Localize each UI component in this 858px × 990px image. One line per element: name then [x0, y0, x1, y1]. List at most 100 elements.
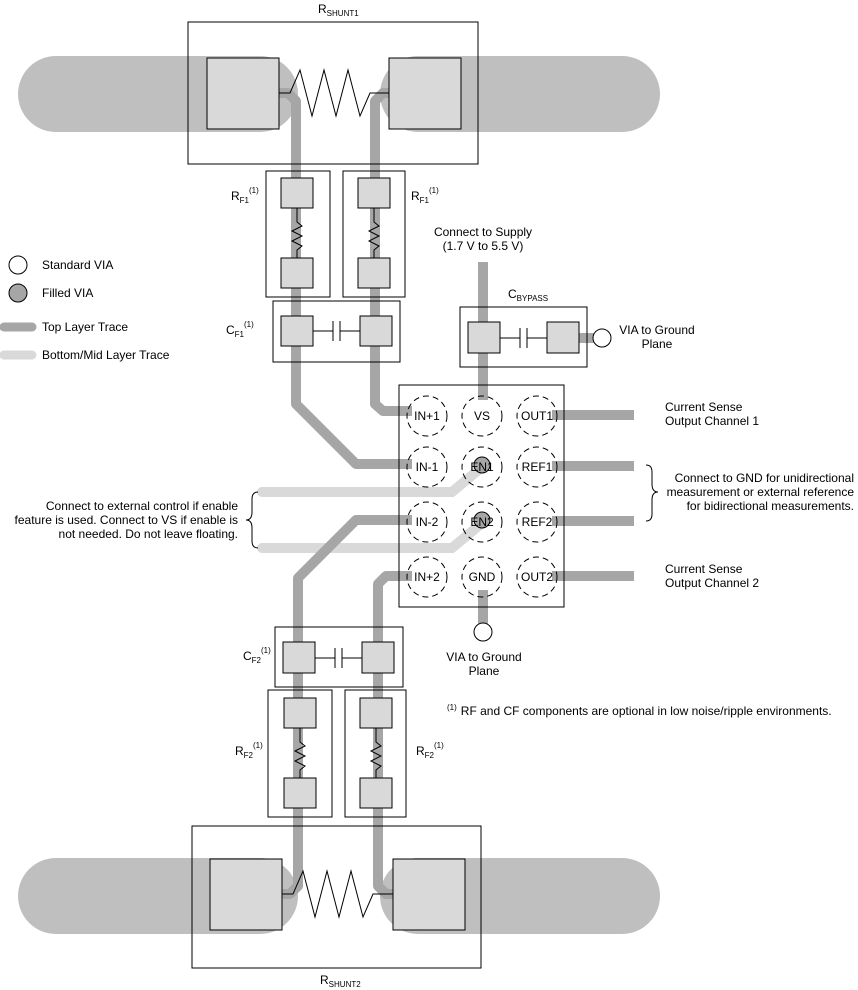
- pin-in2p-label: IN+2: [414, 570, 440, 584]
- rf2-right-label: RF2(1): [416, 741, 444, 760]
- rshunt2-outline: [191, 825, 482, 969]
- gnd-via: [473, 622, 493, 642]
- pin-in1p-label: IN+1: [414, 409, 440, 423]
- cf1-outline: [272, 300, 401, 363]
- rf1-left: [265, 170, 331, 298]
- pin-en2-pad: [461, 501, 503, 543]
- rshunt2: RSHUNT2: [191, 825, 482, 989]
- ref-note-line2: measurement or external reference: [667, 485, 855, 499]
- pin-ref2-pad: [516, 501, 558, 543]
- cbypass-ground-via: [592, 328, 612, 348]
- filled-via-icon: [8, 283, 28, 303]
- cf2-label: CF2(1): [243, 646, 271, 665]
- pin-in2m-label: IN-2: [416, 515, 439, 529]
- enable-note-line3: not needed. Do not leave floating.: [59, 527, 238, 541]
- enable-note-line1: Connect to external control if enable: [46, 499, 238, 513]
- pin-ref2-label: REF2: [522, 515, 553, 529]
- pin-ref1-pad: [516, 446, 558, 488]
- pin-in2m-pad: [406, 501, 448, 543]
- rf2-left-pad-top: [283, 697, 317, 729]
- rshunt2-pad-left: [209, 858, 283, 931]
- rf2-left-outline: [267, 689, 333, 818]
- cbypass: [459, 306, 612, 368]
- rshunt2-pad-right: [392, 858, 466, 931]
- rshunt2-label: RSHUNT2: [320, 973, 361, 989]
- rshunt1: RSHUNT1: [187, 2, 479, 165]
- pin-in1p-pad: [406, 395, 448, 437]
- pin-en2-label: EN2: [470, 515, 494, 529]
- cbypass-pad-left: [467, 321, 501, 354]
- pin-out1-pad: [516, 395, 558, 437]
- rf2-right: [344, 689, 407, 818]
- rf1-right-pad-top: [357, 177, 391, 209]
- pin-gnd-pad: [461, 556, 503, 598]
- pin-in1m-pad: [406, 446, 448, 488]
- cbypass-pad-right: [546, 321, 580, 354]
- rshunt1-outline: [187, 21, 479, 165]
- pin-gnd-label: GND: [469, 570, 496, 584]
- trace-shunt1-left: [278, 88, 301, 330]
- supply-note-line1: Connect to Supply: [434, 225, 532, 239]
- rf1-left-pad-top: [280, 177, 314, 209]
- out1-note-line1: Current Sense: [665, 400, 743, 414]
- rf2-right-pad-top: [359, 697, 393, 729]
- trace-in2m-to-cf2: [293, 515, 412, 660]
- trace-cf1-to-in1p: [370, 330, 412, 416]
- pin-vs-pad: [461, 395, 503, 437]
- trace-shunt2-right: [373, 660, 395, 899]
- pin-ref1-label: REF1: [522, 460, 553, 474]
- en1-bottom-trace: [257, 462, 487, 497]
- standard-via-icon: [8, 255, 28, 275]
- rf1-right-pad-bottom: [357, 257, 391, 289]
- rshunt1-resistor: [279, 68, 389, 118]
- legend-top-layer-label: Top Layer Trace: [42, 320, 128, 334]
- rf1-right-outline: [342, 170, 406, 298]
- rf1-left-label: RF1(1): [231, 186, 259, 205]
- via-ground-top-line2: Plane: [642, 337, 673, 351]
- rf2-left-pad-bottom: [283, 777, 317, 809]
- pin-out2-pad: [516, 556, 558, 598]
- cf1-pad-left: [280, 315, 314, 347]
- rf1-left-resistor: [290, 208, 304, 258]
- ref-brace: [645, 464, 659, 522]
- out1-note-line2: Output Channel 1: [665, 414, 759, 428]
- rf1-right-label: RF1(1): [411, 186, 439, 205]
- pin-out2-label: OUT2: [521, 570, 553, 584]
- ic-package: [398, 384, 565, 608]
- cf1-pad-right: [359, 315, 393, 347]
- legend-bottom-layer-label: Bottom/Mid Layer Trace: [42, 348, 170, 362]
- out2-note-line2: Output Channel 2: [665, 576, 759, 590]
- via-ground-bottom-line2: Plane: [469, 664, 500, 678]
- en2-bottom-trace: [257, 518, 487, 553]
- ref-note-line3: for bidirectional measurements.: [687, 499, 854, 513]
- pin-en1-filled-via: [473, 456, 491, 474]
- pin-out1-label: OUT1: [521, 409, 553, 423]
- legend-standard-via-label: Standard VIA: [42, 258, 113, 272]
- pin-en2-filled-via: [473, 511, 491, 529]
- rshunt1-pad-left: [206, 57, 280, 130]
- rshunt1-pad-right: [388, 57, 462, 130]
- pin-en1-pad: [461, 446, 503, 488]
- rshunt1-label: RSHUNT1: [318, 2, 359, 18]
- supply-note-line2: (1.7 V to 5.5 V): [443, 239, 524, 253]
- bottom-layer-traces: [257, 462, 487, 553]
- rf2-right-pad-bottom: [359, 777, 393, 809]
- footnote: (1)RF and CF components are optional in …: [447, 703, 832, 718]
- cf2: [274, 626, 404, 688]
- cf1-label: CF1(1): [226, 320, 254, 339]
- rf2-left-label: RF2(1): [235, 741, 263, 760]
- rf1-left-outline: [265, 170, 331, 298]
- out2-note-line1: Current Sense: [665, 562, 743, 576]
- rf1-right-resistor: [367, 208, 381, 258]
- cbypass-outline: [459, 306, 588, 368]
- legend: Standard VIA Filled VIA Top Layer Trace …: [0, 255, 170, 362]
- rf2-left: [267, 689, 333, 818]
- enable-brace: [245, 491, 259, 549]
- via-ground-bottom-line1: VIA to Ground: [446, 650, 521, 664]
- cf1: [272, 300, 401, 363]
- rf2-left-resistor: [293, 728, 307, 778]
- cf2-pad-left: [282, 641, 316, 674]
- trace-cf1-to-in1m: [291, 330, 412, 469]
